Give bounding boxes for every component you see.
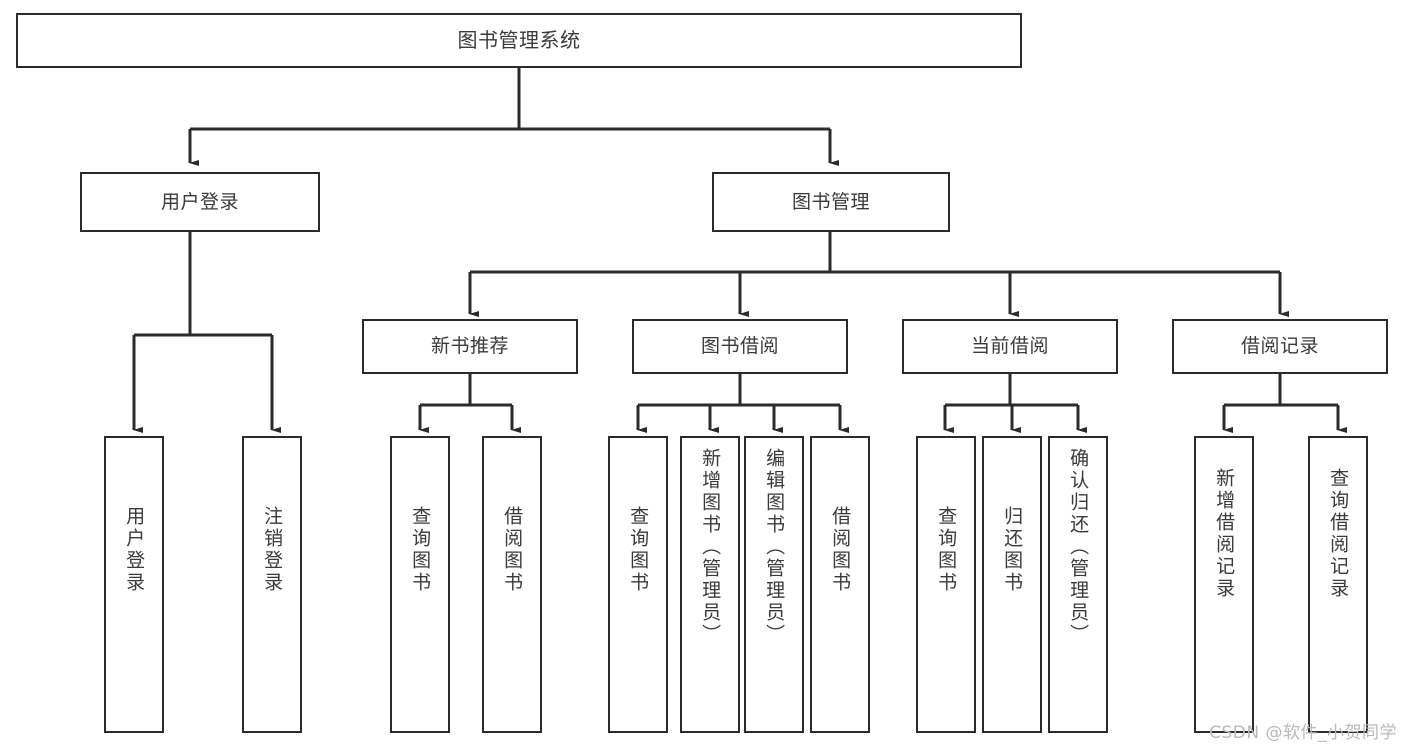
node-borrow-record[interactable]: 借阅记录 [1172,319,1388,374]
node-label: 查询图书 [409,506,432,594]
node-label: 注销登录 [261,506,284,594]
node-label: 用户登录 [160,190,239,213]
node-label: 当前借阅 [970,335,1049,358]
leaf-logout-login[interactable]: 注销登录 [242,436,302,733]
node-label: 新增图书（管理员） [699,448,722,646]
node-current-borrow[interactable]: 当前借阅 [902,319,1118,374]
leaf-edit-book-admin[interactable]: 编辑图书（管理员） [744,436,804,733]
node-label: 归还图书 [1001,506,1024,594]
node-label: 图书管理系统 [457,27,581,52]
leaf-query-borrow-record[interactable]: 查询借阅记录 [1308,436,1368,733]
node-label: 图书管理 [791,190,870,213]
leaf-return-book[interactable]: 归还图书 [982,436,1042,733]
node-user-login[interactable]: 用户登录 [80,172,320,232]
node-book-management[interactable]: 图书管理 [712,172,950,232]
csdn-watermark: CSDN @软件_小贺同学 [1209,723,1397,743]
node-label: 查询图书 [627,506,650,594]
node-label: 新书推荐 [430,335,509,358]
node-new-book-recommend[interactable]: 新书推荐 [362,319,578,374]
node-root-book-management-system[interactable]: 图书管理系统 [16,13,1022,68]
leaf-add-book-admin[interactable]: 新增图书（管理员） [680,436,740,733]
leaf-confirm-return-admin[interactable]: 确认归还（管理员） [1048,436,1108,733]
node-label: 查询图书 [935,506,958,594]
node-label: 借阅记录 [1240,335,1319,358]
node-label: 用户登录 [123,506,146,594]
leaf-query-book-1[interactable]: 查询图书 [390,436,450,733]
leaf-user-login[interactable]: 用户登录 [104,436,164,733]
node-label: 借阅图书 [829,506,852,594]
node-label: 借阅图书 [501,506,524,594]
node-label: 查询借阅记录 [1327,468,1350,600]
node-label: 图书借阅 [700,335,779,358]
node-label: 编辑图书（管理员） [763,448,786,646]
node-label: 新增借阅记录 [1213,468,1236,600]
leaf-add-borrow-record[interactable]: 新增借阅记录 [1194,436,1254,733]
leaf-borrow-book-1[interactable]: 借阅图书 [482,436,542,733]
node-label: 确认归还（管理员） [1067,448,1090,646]
node-book-borrow[interactable]: 图书借阅 [632,319,848,374]
leaf-query-book-2[interactable]: 查询图书 [608,436,668,733]
leaf-query-book-3[interactable]: 查询图书 [916,436,976,733]
leaf-borrow-book-2[interactable]: 借阅图书 [810,436,870,733]
